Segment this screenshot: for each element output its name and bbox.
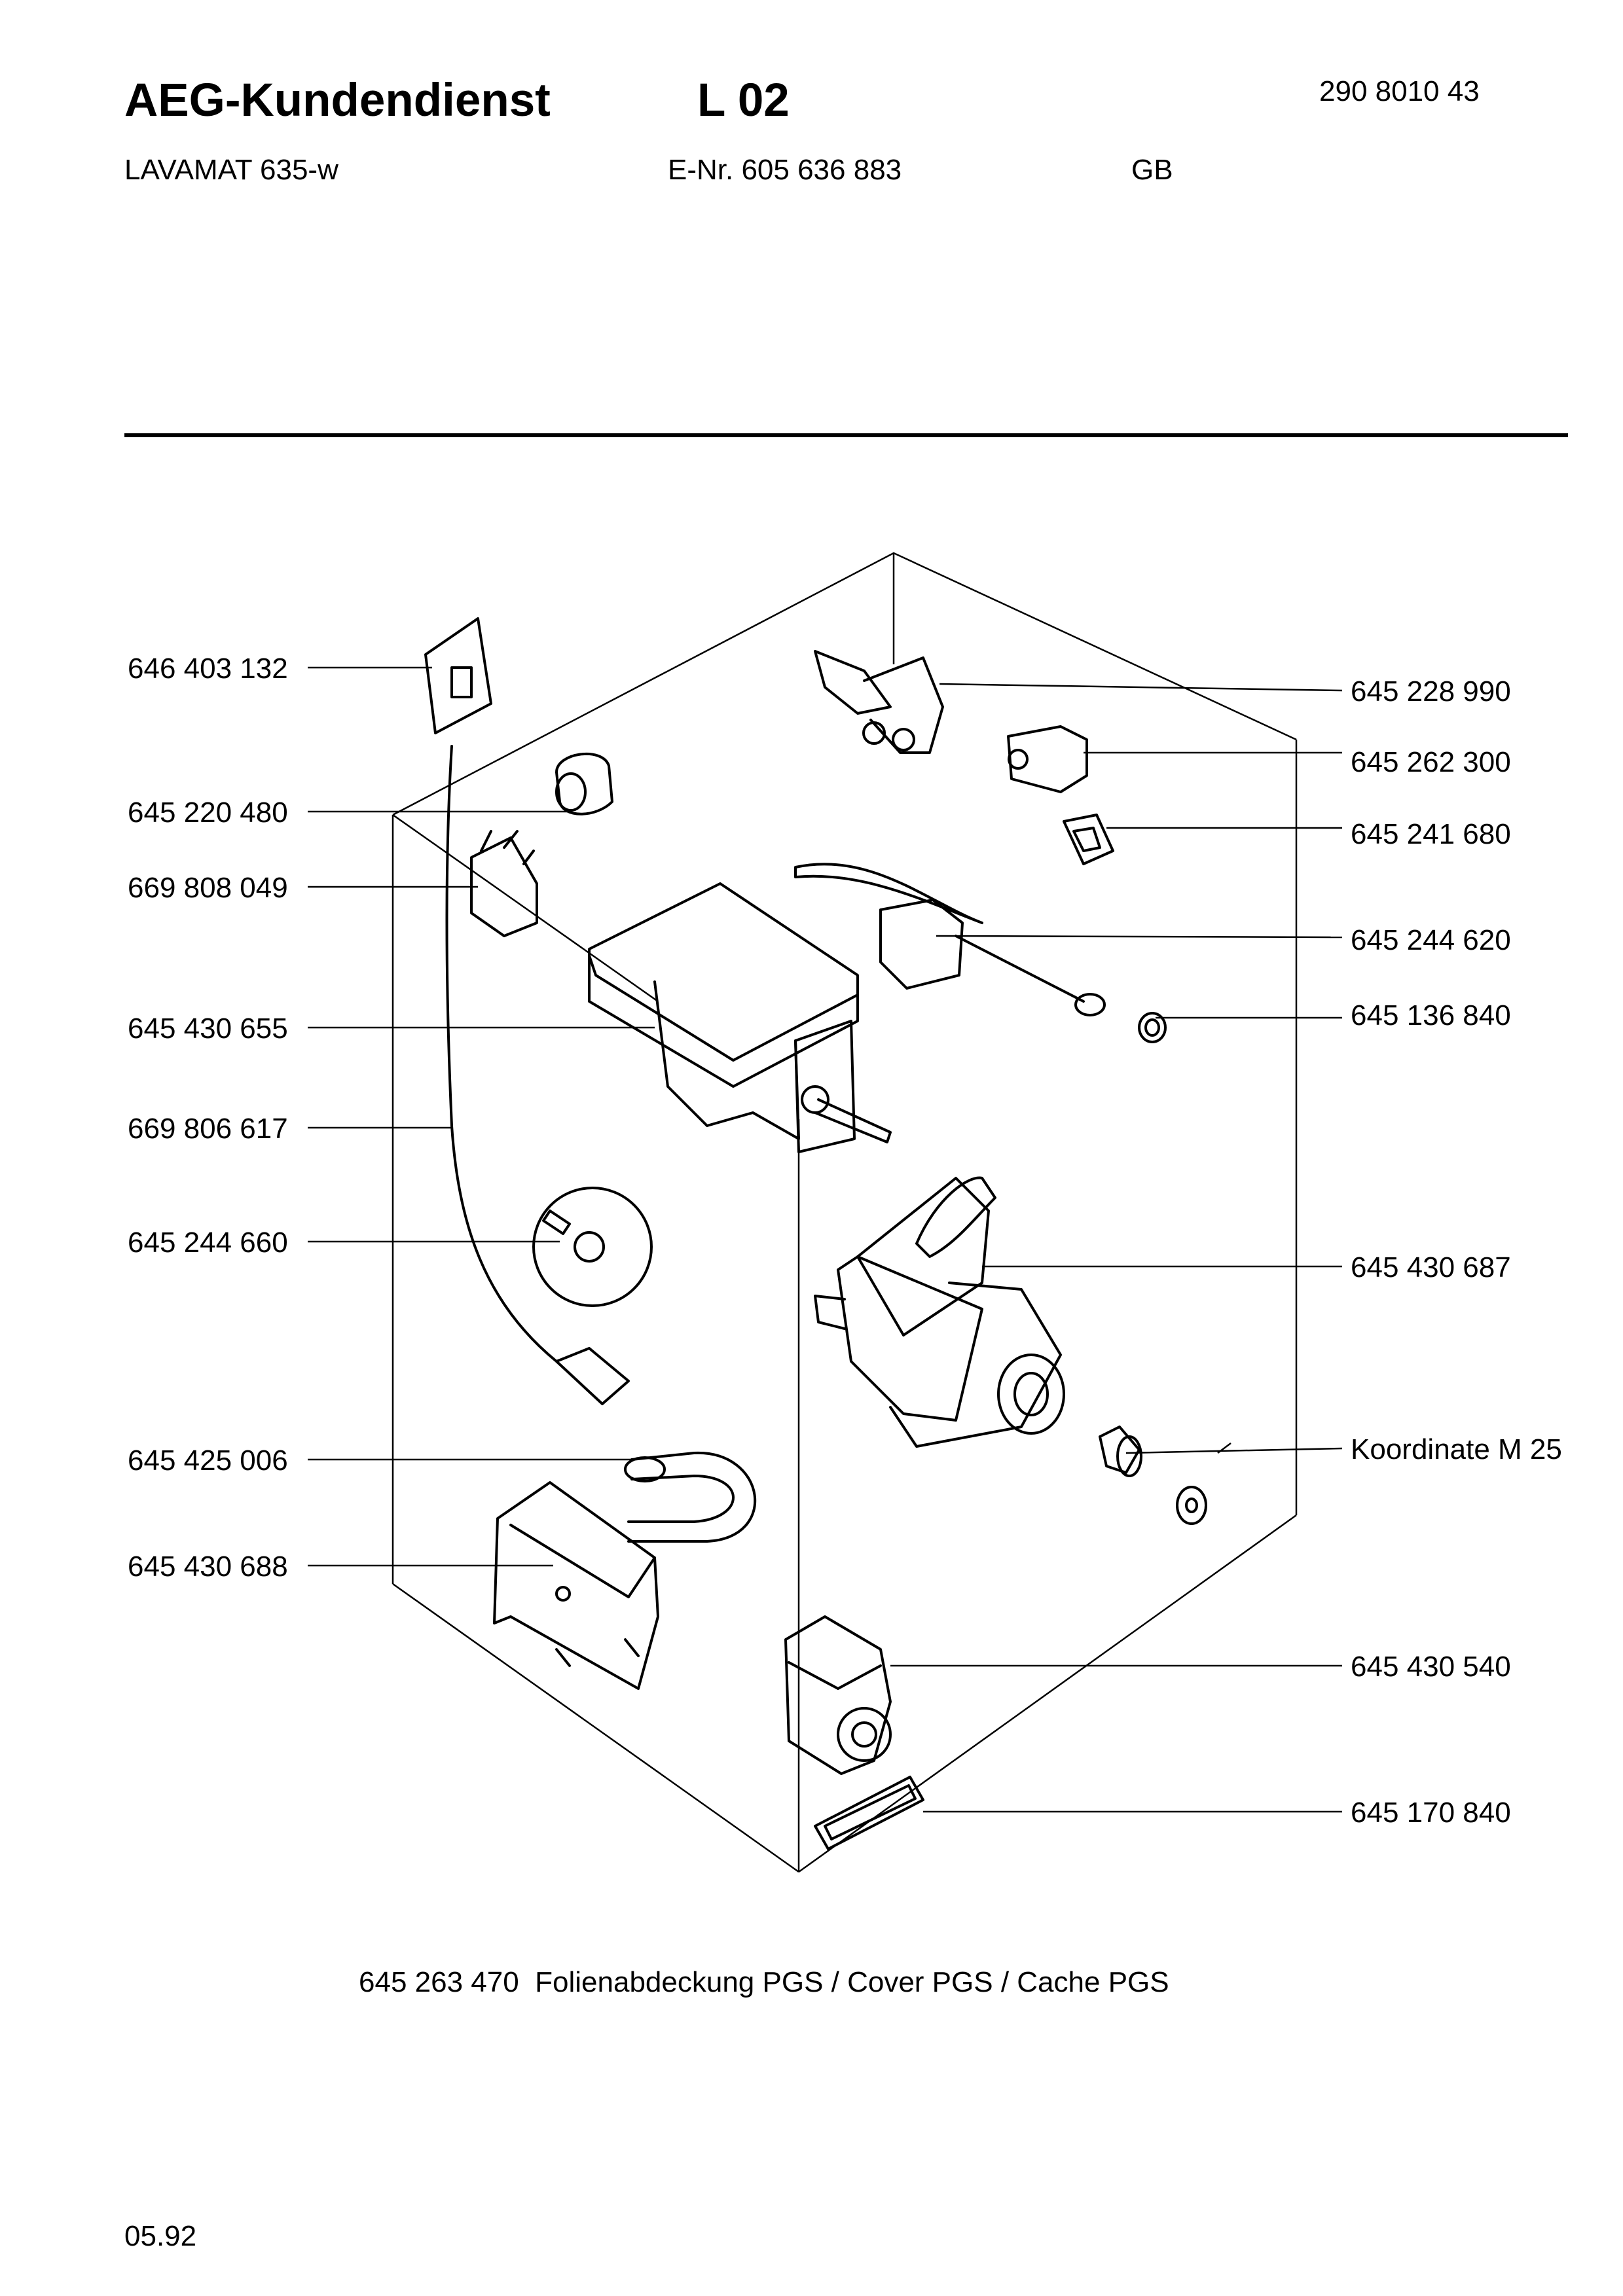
part-number-label: 645 425 006 [128, 1444, 288, 1477]
electronic-module-part [493, 1481, 659, 1690]
part-number-label: 645 241 680 [1351, 818, 1511, 850]
leader-lines-left [308, 666, 655, 1567]
seal-strip-part [814, 1776, 924, 1850]
model-name: LAVAMAT 635-w [124, 154, 338, 186]
leader-lines-right [890, 683, 1343, 1813]
part-number-label: 645 430 655 [128, 1013, 288, 1045]
part-number-label: 645 430 688 [128, 1551, 288, 1583]
part-number-label: 645 430 687 [1351, 1251, 1511, 1283]
terminal-block-part [470, 830, 538, 937]
part-number-label: 645 170 840 [1351, 1797, 1511, 1829]
programme-timer-part [588, 882, 892, 1153]
small-switch-part [1063, 814, 1114, 865]
part-number-label: 645 244 660 [128, 1227, 288, 1259]
coordinate-label: Koordinate M 25 [1351, 1433, 1562, 1465]
part-number-label: 645 244 620 [1351, 924, 1511, 956]
part-number-label: 646 403 132 [128, 653, 288, 685]
part-number-label: 669 806 617 [128, 1113, 288, 1145]
grommet-part [1138, 1012, 1167, 1043]
document-number: 290 8010 43 [1319, 75, 1480, 107]
part-number-label: 645 262 300 [1351, 746, 1511, 778]
brand-title: AEG-Kundendienst [124, 75, 551, 126]
motor-part [814, 1176, 1065, 1448]
part-number-label: 669 808 049 [128, 872, 288, 904]
door-switch-part [424, 617, 630, 1405]
region-code: GB [1131, 154, 1173, 186]
issue-date: 05.92 [124, 2220, 197, 2252]
pressure-switch-part [532, 1187, 653, 1307]
cover-note: 645 263 470 Folienabdeckung PGS / Cover … [359, 1966, 1169, 1998]
drain-pump-part [784, 1615, 892, 1775]
part-number-label: 645 228 990 [1351, 675, 1511, 708]
part-number-label: 645 220 480 [128, 797, 288, 829]
sheet-code: L 02 [697, 75, 790, 126]
carbon-brush-part [1099, 1426, 1207, 1525]
second-valve-part [1007, 725, 1088, 793]
cabinet-outline [392, 552, 1298, 1873]
capacitor-part [555, 752, 613, 816]
heater-element-part [624, 1451, 757, 1543]
e-number: E-Nr. 605 636 883 [668, 154, 902, 186]
inlet-valve-part [814, 650, 944, 754]
part-number-label: 645 430 540 [1351, 1651, 1511, 1683]
part-number-label: 645 136 840 [1351, 999, 1511, 1031]
hose-thermostat-part [794, 863, 1106, 1016]
